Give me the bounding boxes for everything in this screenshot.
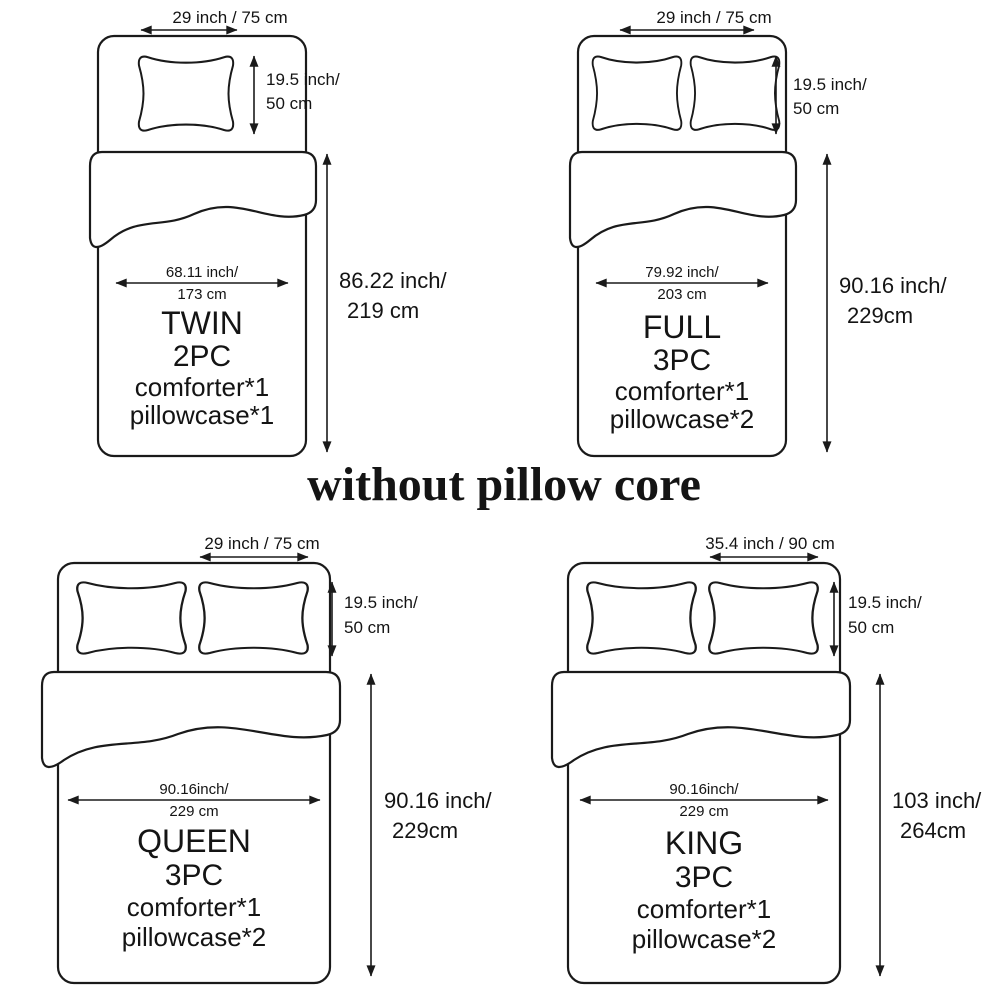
bed-diagram-twin: 29 inch / 75 cm 19.5 inch/ 50 cm 68.11 i… <box>88 8 448 458</box>
king-inner-width-label-line1: 90.16inch/ <box>669 781 739 798</box>
twin-pillow-width-label: 29 inch / 75 cm <box>172 8 287 27</box>
queen-pillow-width-label: 29 inch / 75 cm <box>204 534 319 553</box>
full-height-label-line2: 229cm <box>847 303 913 328</box>
twin-inner-width-label-line2: 173 cm <box>177 286 226 303</box>
queen-pillow-height-label-line1: 19.5 inch/ <box>344 593 418 612</box>
full-pillow-width-label: 29 inch / 75 cm <box>656 8 771 27</box>
queen-pillow-height-label-line2: 50 cm <box>344 618 390 637</box>
twin-height-label-line2: 219 cm <box>347 298 419 323</box>
full-item2-label: pillowcase*2 <box>610 404 755 434</box>
queen-pieces-label: 3PC <box>165 859 223 892</box>
bed-diagram-king: 35.4 inch / 90 cm 19.5 inch/ 50 cm 90.16… <box>550 534 982 985</box>
full-inner-width-label-line1: 79.92 inch/ <box>645 264 719 281</box>
twin-name-label: TWIN <box>161 305 243 341</box>
full-pieces-label: 3PC <box>653 344 711 377</box>
king-pillow-height-label-line2: 50 cm <box>848 618 894 637</box>
full-item1-label: comforter*1 <box>615 376 749 406</box>
king-bed-outline <box>566 561 842 985</box>
twin-height-label-line1: 86.22 inch/ <box>339 268 448 293</box>
twin-item1-label: comforter*1 <box>135 372 269 402</box>
king-item2-label: pillowcase*2 <box>632 924 777 954</box>
king-pieces-label: 3PC <box>675 861 733 894</box>
full-height-label-line1: 90.16 inch/ <box>839 273 948 298</box>
twin-inner-width-label-line1: 68.11 inch/ <box>166 264 239 281</box>
queen-inner-width-label-line2: 229 cm <box>169 803 218 820</box>
queen-name-label: QUEEN <box>137 823 251 859</box>
king-pillow-width-label: 35.4 inch / 90 cm <box>705 534 834 553</box>
bed-diagram-full: 29 inch / 75 cm 19.5 inch/ 50 cm 79.92 i… <box>568 8 948 458</box>
pillow-icon <box>198 581 309 655</box>
twin-pillow-height-label-line2: 50 cm <box>266 94 312 113</box>
full-inner-width-label-line2: 203 cm <box>657 286 706 303</box>
king-height-label-line1: 103 inch/ <box>892 788 982 813</box>
pillow-icon <box>689 55 781 131</box>
pillow-icon <box>137 55 235 132</box>
king-name-label: KING <box>665 825 743 861</box>
twin-pillow-height-label-line1: 19.5 inch/ <box>266 70 340 89</box>
pillow-icon <box>708 581 819 655</box>
queen-inner-width-label-line1: 90.16inch/ <box>159 781 229 798</box>
twin-pieces-label: 2PC <box>173 340 231 373</box>
full-name-label: FULL <box>643 309 721 345</box>
twin-item2-label: pillowcase*1 <box>130 400 275 430</box>
king-height-label-line2: 264cm <box>900 818 966 843</box>
queen-item1-label: comforter*1 <box>127 892 261 922</box>
bed-diagram-queen: 29 inch / 75 cm 19.5 inch/ 50 cm 90.16in… <box>40 534 493 985</box>
pillow-icon <box>591 55 683 131</box>
king-inner-width-label-line2: 229 cm <box>679 803 728 820</box>
full-pillow-height-label-line1: 19.5 inch/ <box>793 75 867 94</box>
pillow-icon <box>76 581 187 655</box>
pillow-icon <box>586 581 697 655</box>
queen-item2-label: pillowcase*2 <box>122 922 267 952</box>
queen-bed-outline <box>56 561 332 985</box>
queen-height-label-line1: 90.16 inch/ <box>384 788 493 813</box>
king-pillow-height-label-line1: 19.5 inch/ <box>848 593 922 612</box>
page-title: without pillow core <box>307 458 701 511</box>
queen-height-label-line2: 229cm <box>392 818 458 843</box>
king-item1-label: comforter*1 <box>637 894 771 924</box>
full-pillow-height-label-line2: 50 cm <box>793 99 839 118</box>
